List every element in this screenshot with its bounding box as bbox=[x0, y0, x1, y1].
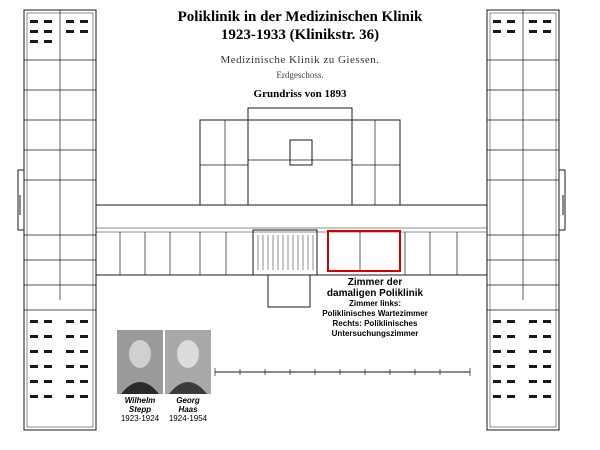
annotation-line-2: damaligen Poliklinik bbox=[326, 288, 424, 299]
annotation-line-5: Rechts: Poliklinisches bbox=[332, 319, 418, 328]
title-line-1: Poliklinik in der Medizinischen Klinik bbox=[177, 9, 423, 25]
person-name-stepp: Wilhelm Stepp bbox=[124, 396, 156, 414]
central-block bbox=[199, 119, 401, 206]
annotation-line-4: Poliklinisches Wartezimmer bbox=[322, 309, 428, 318]
annotation-line-6: Untersuchungszimmer bbox=[331, 329, 419, 338]
plan-floor: Erdgeschoss. bbox=[276, 70, 324, 80]
stair-hall bbox=[252, 229, 318, 276]
title: Poliklinik in der Medizinischen Klinik 1… bbox=[140, 8, 460, 44]
annotation-line-1: Zimmer der bbox=[347, 277, 403, 288]
person-photo-icon bbox=[117, 330, 163, 394]
title-line-2: 1923-1933 (Klinikstr. 36) bbox=[220, 27, 380, 43]
person-years-haas: 1924-1954 bbox=[168, 414, 208, 423]
person-years-stepp: 1923-1924 bbox=[120, 414, 160, 423]
person-photo-icon bbox=[165, 330, 211, 394]
plan-date: Grundriss von 1893 bbox=[253, 88, 347, 100]
poliklinik-highlight bbox=[327, 230, 401, 272]
portrait-haas bbox=[165, 330, 211, 394]
annotation: Zimmer der damaligen Poliklinik Zimmer l… bbox=[300, 277, 450, 339]
annotation-line-3: Zimmer links: bbox=[348, 299, 401, 308]
main-corridor bbox=[95, 204, 488, 276]
portrait-stepp bbox=[117, 330, 163, 394]
plan-title: Medizinische Klinik zu Giessen. bbox=[220, 54, 380, 66]
person-name-haas: Georg Haas bbox=[176, 396, 200, 414]
